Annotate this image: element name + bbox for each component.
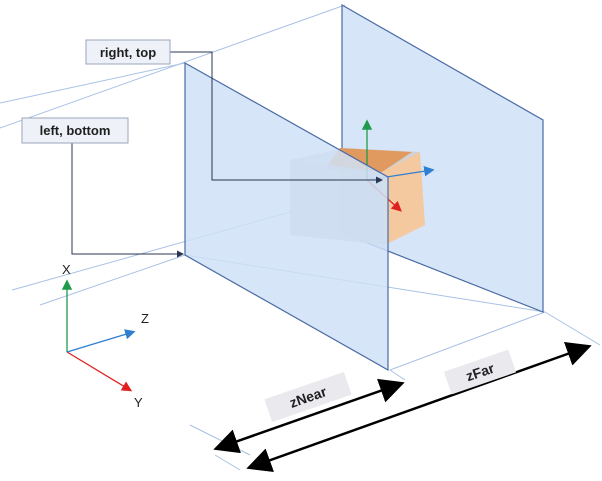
axis-z-label: Z <box>141 311 149 326</box>
callout-left-bottom: left, bottom <box>21 117 129 144</box>
callout-leaders <box>71 51 383 258</box>
callout-left-bottom-label: left, bottom <box>40 123 111 138</box>
zfar-label-group: zFar <box>443 349 517 395</box>
zfar-dimension-arrow <box>246 341 592 473</box>
axis-x-label: X <box>62 262 71 277</box>
callout-right-top-label: right, top <box>100 45 156 60</box>
axis-y-label: Y <box>134 395 143 410</box>
world-axes <box>61 279 136 392</box>
callout-right-top: right, top <box>85 39 171 65</box>
znear-label-group: zNear <box>264 371 352 423</box>
